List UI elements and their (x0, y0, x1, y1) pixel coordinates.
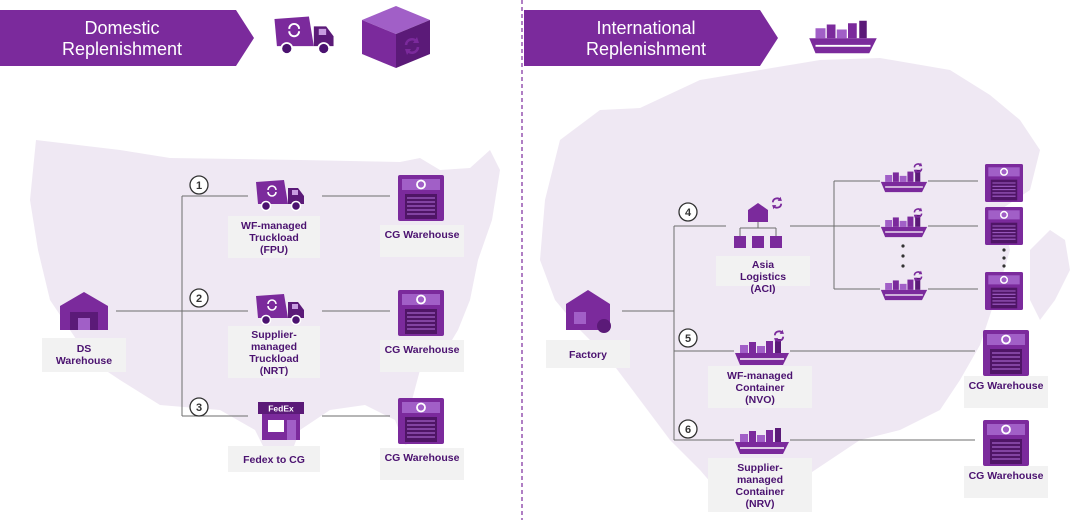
international-banner-line1: International (596, 18, 695, 38)
header-box-icon (362, 6, 430, 68)
domestic-banner-line1: Domestic (84, 18, 159, 38)
japan-map-shape (1030, 230, 1070, 320)
route-number-6: 6 (678, 419, 698, 439)
svg-text:2: 2 (196, 293, 202, 305)
cg-warehouse-icon (397, 290, 445, 336)
domestic-cg-warehouse-1: CG Warehouse (380, 175, 464, 257)
cg-warehouse-label: CG Warehouse (385, 229, 460, 241)
asia-logistics-hub-icon (734, 196, 783, 248)
route-number-2: 2 (189, 288, 209, 308)
ship-ellipsis-icon (901, 244, 905, 268)
cg-warehouse-label: CG Warehouse (969, 380, 1044, 392)
cg-warehouse-icon (984, 272, 1024, 310)
domestic-banner: Domestic Replenishment (0, 10, 254, 66)
route-number-4: 4 (678, 202, 698, 222)
route-number-1: 1 (189, 175, 209, 195)
svg-text:5: 5 (685, 333, 691, 345)
international-cg-warehouse-1: CG Warehouse (964, 330, 1048, 408)
cg-warehouse-label: CG Warehouse (385, 452, 460, 464)
svg-text:4: 4 (685, 207, 692, 219)
header-truck-icon (273, 15, 335, 56)
international-cg-warehouse-2: CG Warehouse (964, 420, 1048, 498)
cg-warehouse-icon (397, 175, 445, 221)
cg-warehouse-icon (984, 207, 1024, 245)
factory-label: Factory (569, 349, 607, 361)
domestic-connectors (116, 195, 390, 417)
route-number-3: 3 (189, 397, 209, 417)
header-ship-icon (808, 19, 878, 55)
cg-warehouse-icon (982, 420, 1030, 466)
international-connectors (622, 180, 978, 441)
route-number-5: 5 (678, 328, 698, 348)
cg-warehouse-icon (984, 164, 1024, 202)
cg-warehouse-label: CG Warehouse (969, 470, 1044, 482)
warehouse-ellipsis-icon (1002, 248, 1006, 268)
cg-warehouse-label: CG Warehouse (385, 344, 460, 356)
svg-text:FedEx: FedEx (268, 404, 294, 414)
domestic-cg-warehouse-3: CG Warehouse (380, 398, 464, 480)
domestic-banner-line2: Replenishment (62, 39, 182, 59)
international-banner: International Replenishment (524, 10, 778, 66)
domestic-cg-warehouse-2: CG Warehouse (380, 290, 464, 372)
factory-icon (566, 290, 611, 333)
factory-node: Factory (546, 290, 630, 368)
international-banner-line2: Replenishment (586, 39, 706, 59)
fedex-store-icon: FedEx (258, 402, 304, 440)
route-3-label: Fedex to CG (243, 454, 305, 466)
cg-warehouse-icon (397, 398, 445, 444)
svg-text:6: 6 (685, 424, 691, 436)
cg-warehouse-icon (982, 330, 1030, 376)
route-3-node: FedEx Fedex to CG (228, 402, 320, 472)
svg-text:3: 3 (196, 402, 202, 414)
ds-warehouse-icon (60, 292, 108, 330)
svg-text:1: 1 (196, 180, 202, 192)
